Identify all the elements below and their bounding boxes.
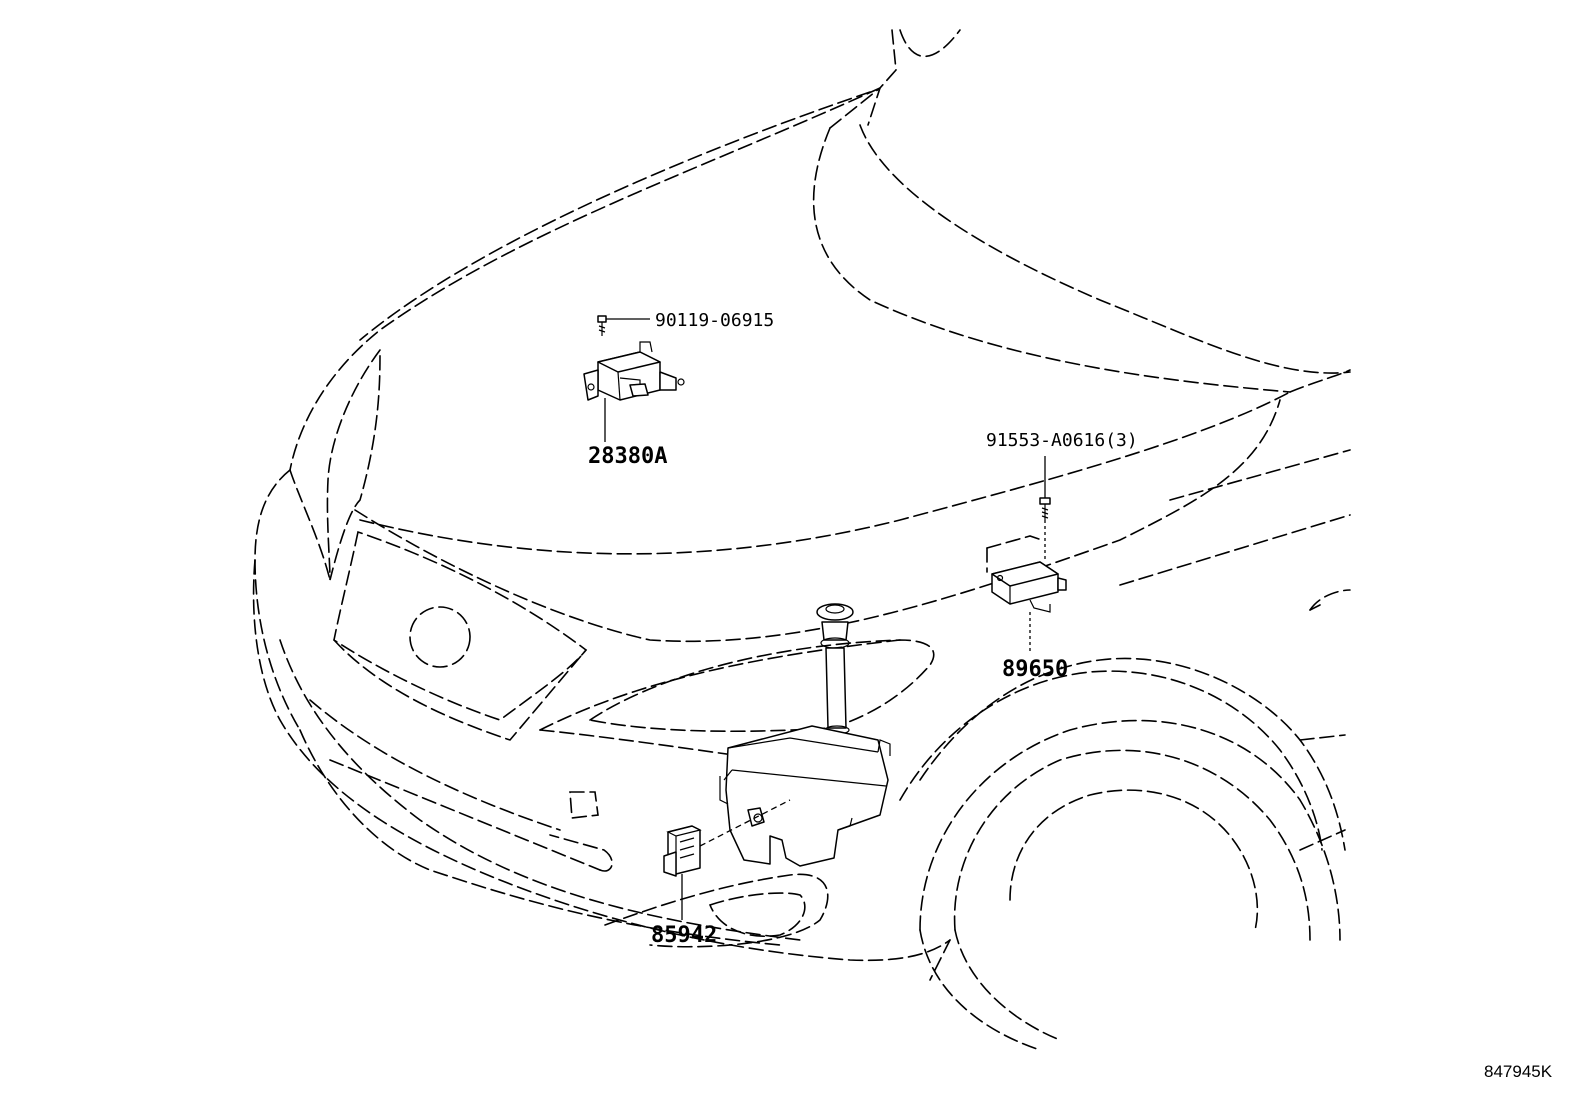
sensor-89650-drawing <box>986 535 1067 613</box>
callout-28380A: 28380A <box>588 444 667 469</box>
callout-90119-06915: 90119-06915 <box>655 310 774 331</box>
bolt-91553-drawing <box>1029 456 1051 654</box>
car-body-outline <box>252 29 1351 1051</box>
callout-85942: 85942 <box>651 923 717 948</box>
callout-89650: 89650 <box>1002 657 1068 682</box>
figure-reference-number: 847945K <box>1484 1062 1553 1081</box>
bolt-90119-drawing <box>597 315 650 442</box>
washer-tank-drawing <box>719 603 891 867</box>
callout-91553-A0616: 91553-A0616(3) <box>986 430 1138 451</box>
relay-85942-drawing <box>663 799 791 920</box>
module-28380A-drawing <box>583 341 685 401</box>
